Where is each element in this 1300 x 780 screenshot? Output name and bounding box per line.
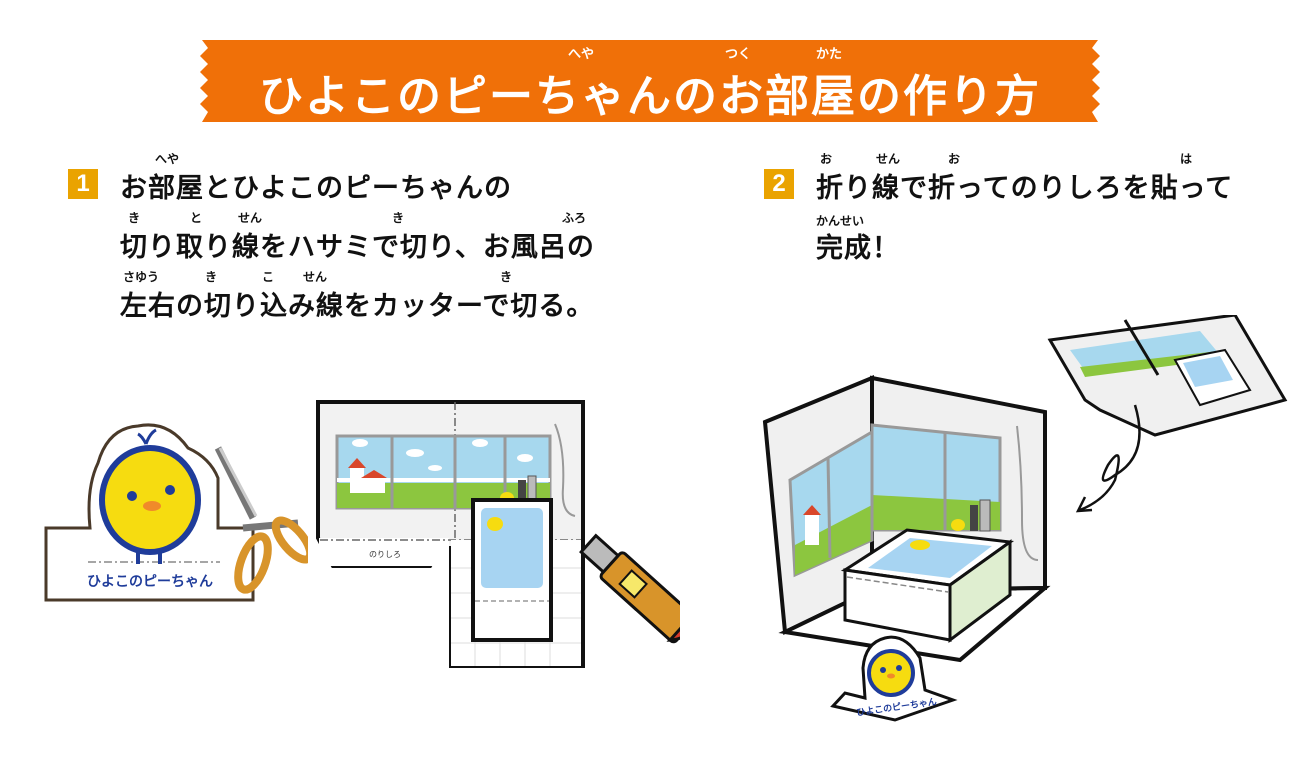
ruby: き bbox=[500, 270, 513, 284]
ruby: かんせい bbox=[816, 214, 865, 228]
ruby: き bbox=[205, 270, 218, 284]
step-1-line-3: 左右の切り込み線をカッターで切る。 bbox=[120, 291, 595, 322]
step-2-number: 2 bbox=[764, 169, 794, 199]
step-2-line-1: 折り線で折ってのりしろを貼って bbox=[816, 173, 1234, 204]
ruby: へや bbox=[155, 152, 180, 166]
ruby: せん bbox=[303, 270, 328, 284]
finished-room-illustration bbox=[760, 370, 1060, 720]
step-1-line-1: お部屋とひよこのピーちゃんの bbox=[120, 173, 512, 204]
chick-stand-label: ひよこのピーちゃん bbox=[87, 574, 213, 590]
ruby: お bbox=[948, 152, 961, 166]
ruby: と bbox=[190, 211, 203, 225]
page-title: ひよこのピーちゃんのお部屋の作り方 bbox=[259, 71, 1041, 122]
title-banner: ひよこのピーちゃんのお部屋の作り方 へや つく かた bbox=[198, 40, 1102, 122]
ruby: せん bbox=[238, 211, 263, 225]
step-2-line-2: 完成！ bbox=[816, 233, 900, 264]
ruby: ふろ bbox=[562, 211, 587, 225]
title-ruby-heya: へや bbox=[568, 47, 595, 62]
step-1-number: 1 bbox=[68, 169, 98, 199]
ruby: せん bbox=[876, 152, 901, 166]
ruby: き bbox=[392, 211, 405, 225]
ruby: こ bbox=[262, 270, 275, 284]
title-ruby-tsuku: つく bbox=[725, 47, 752, 62]
ruby: は bbox=[1180, 152, 1193, 166]
folding-sheet-illustration bbox=[1040, 313, 1290, 515]
ruby: き bbox=[128, 211, 141, 225]
bathroom-sheet-illustration: のりしろ bbox=[315, 398, 697, 668]
banner-background bbox=[200, 40, 1100, 122]
ruby: お bbox=[820, 152, 833, 166]
chick-stand-illustration: ひよこのピーちゃん bbox=[38, 418, 315, 608]
glue-tab-label: のりしろ bbox=[369, 550, 401, 559]
ruby: さゆう bbox=[123, 270, 160, 284]
step-1-line-2: 切り取り線をハサミで切り、お風呂の bbox=[120, 232, 595, 263]
small-chick-stand: ひよこのピーちゃん bbox=[825, 628, 975, 723]
title-ruby-kata: かた bbox=[816, 47, 843, 62]
